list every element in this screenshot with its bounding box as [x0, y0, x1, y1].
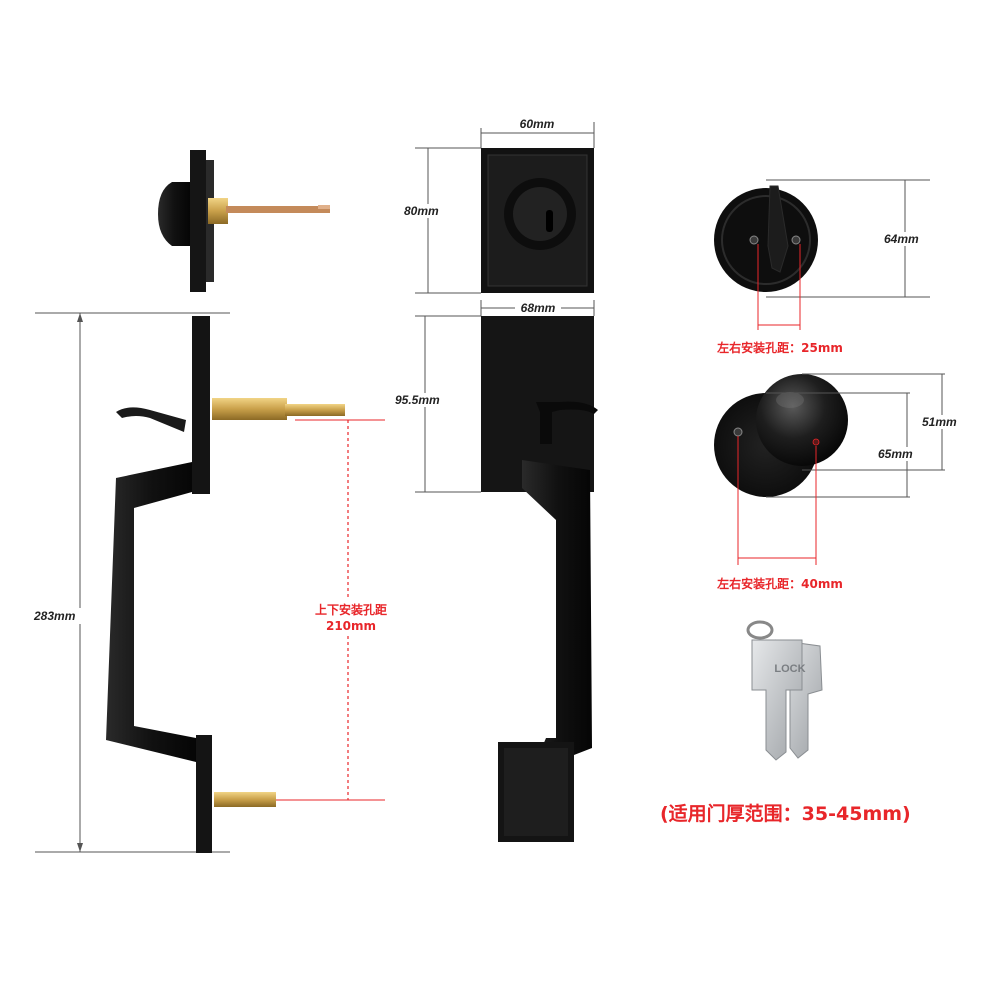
side-deadbolt-tailpiece-tip	[318, 205, 330, 209]
dim-65-label: 65mm	[878, 447, 913, 461]
dim-51-label-bg	[920, 415, 966, 429]
knob-ball	[756, 374, 848, 466]
side-deadbolt-tailpiece	[226, 206, 330, 213]
side-deadbolt-brass-collar	[208, 198, 228, 224]
knob-screw-icon	[733, 427, 743, 437]
dim-283-label-bg	[33, 608, 83, 624]
dim-40-label: 左右安装孔距：40mm	[716, 576, 843, 591]
front-lower-plate-inner	[504, 748, 568, 836]
thumbturn-rose	[714, 188, 818, 292]
screw-left-icon	[749, 235, 759, 245]
side-lower-plate	[196, 735, 212, 853]
thumbturn-icon	[767, 185, 789, 273]
side-lower-screw	[214, 792, 276, 807]
dim-283-label: 283mm	[33, 609, 76, 623]
side-deadbolt-cylinder	[158, 182, 190, 246]
dim-210-label-line2: 210mm	[326, 619, 376, 633]
knob-highlight	[776, 392, 804, 408]
dim-64-label: 64mm	[884, 232, 919, 246]
dim-65-label-bg	[876, 447, 922, 461]
side-handleset: 283mm 上下安装孔距 210mm	[33, 312, 394, 853]
dim-60-label: 60mm	[520, 117, 555, 131]
key-ring-icon	[746, 620, 774, 640]
arrow-down-icon	[77, 843, 83, 852]
front-deadbolt: 60mm 80mm	[402, 117, 595, 294]
door-thickness-note: (适用门厚范围：35-45mm)	[660, 802, 911, 825]
side-upper-plate	[192, 316, 210, 494]
interior-deadbolt: 64mm 左右安装孔距：25mm	[714, 179, 930, 355]
interior-knob: 51mm 65mm 左右安装孔距：40mm	[714, 373, 966, 591]
key-front-icon	[751, 639, 803, 761]
dim-64-label-bg	[882, 232, 928, 246]
front-deadbolt-cylinder	[513, 187, 567, 241]
dim-68-label-bg	[515, 300, 561, 314]
dim-95-label-bg	[393, 393, 449, 407]
side-upper-screw	[285, 404, 345, 416]
thumbturn-rose-ring	[721, 195, 811, 285]
dim-51-label: 51mm	[922, 415, 957, 429]
dim-210-label-line1: 上下安装孔距	[315, 602, 387, 617]
side-grip	[106, 462, 196, 762]
dim-25-label: 左右安装孔距：25mm	[716, 340, 843, 355]
front-thumb-lever	[536, 401, 598, 444]
knob-screw-right-icon	[812, 438, 820, 446]
key-set: LOCK	[746, 620, 823, 761]
dim-95-label: 95.5mm	[395, 393, 440, 407]
keyway-icon	[546, 210, 553, 232]
dim-80-label-bg	[402, 204, 448, 218]
dim-68-label: 68mm	[521, 301, 556, 315]
key-brand-text: LOCK	[774, 663, 805, 675]
side-deadbolt-plate	[190, 150, 206, 292]
side-thumb-lever	[116, 407, 186, 432]
front-handleset: 68mm 95.5mm	[393, 300, 598, 842]
screw-right-icon	[791, 235, 801, 245]
dim-210-label-bg	[308, 600, 394, 636]
dim-80-label: 80mm	[404, 204, 439, 218]
side-deadbolt	[158, 150, 330, 292]
side-upper-spindle	[212, 398, 287, 420]
front-grip	[522, 460, 592, 762]
arrow-up-icon	[77, 313, 83, 322]
